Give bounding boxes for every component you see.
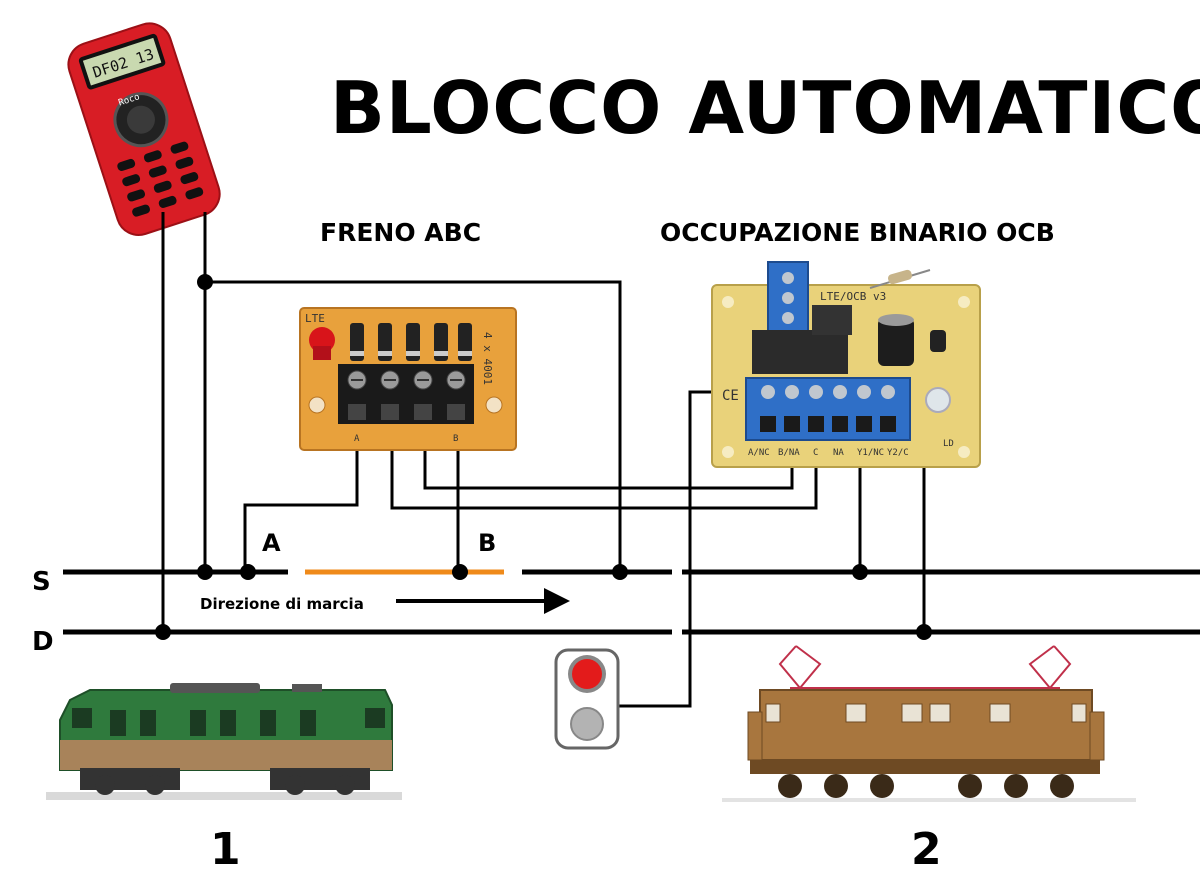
ocb-ce-mark: CE: [722, 388, 739, 404]
ocb-pin-y2c: Y2/C: [887, 448, 909, 458]
signal: [554, 648, 620, 750]
abc-terminal-block: [338, 364, 474, 424]
direction-label: Direzione di marcia: [200, 595, 364, 613]
abc-board: LTE 4 x 4001 A B: [299, 307, 517, 451]
ocb-led-icon: [925, 387, 951, 413]
ocb-pin-c: C: [813, 448, 818, 458]
ocb-board-brand: LTE/OCB v3: [820, 290, 886, 303]
abc-pin-b: B: [453, 434, 458, 444]
wires: [161, 212, 926, 708]
ocb-relay: [752, 330, 848, 374]
locomotive-2-number: 2: [911, 824, 942, 873]
direction-arrow-icon: [396, 588, 570, 614]
ocb-capacitor: [878, 318, 914, 366]
point-b-label: B: [478, 529, 496, 557]
ocb-pin-bna: B/NA: [778, 448, 800, 458]
signal-red-light-icon: [572, 659, 602, 689]
controller-keypad: [117, 141, 204, 217]
pantographs-icon: [778, 645, 1072, 689]
locomotive-2: [722, 645, 1136, 802]
abc-pin-a: A: [354, 434, 360, 444]
rail-d-label: D: [32, 627, 54, 657]
ocb-pin-na: NA: [833, 448, 844, 458]
abc-module-label: FRENO ABC: [320, 218, 481, 247]
junctions: [155, 274, 932, 640]
ocb-pin-anc: A/NC: [748, 448, 770, 458]
ocb-pin-y1nc: Y1/NC: [857, 448, 884, 458]
hand-controller: DF02 13 Roco: [67, 22, 221, 236]
point-a-label: A: [262, 529, 281, 557]
ocb-led-label: LD: [943, 439, 954, 449]
ocb-module-label: OCCUPAZIONE BINARIO OCB: [660, 218, 1055, 247]
abc-board-part: 4 x 4001: [481, 332, 494, 385]
track: [63, 569, 1200, 635]
locomotive-1-number: 1: [210, 824, 241, 873]
abc-board-brand: LTE: [305, 312, 325, 325]
signal-off-light-icon: [570, 707, 604, 741]
diagram-title: BLOCCO AUTOMATICO: [330, 66, 1200, 150]
locomotive-1: [46, 683, 402, 800]
controller-screen: [82, 37, 162, 86]
rail-s-label: S: [32, 567, 51, 597]
abc-diodes: [350, 323, 472, 361]
ocb-board: LTE/OCB v3 LD CE A/NC B/NA C NA: [711, 261, 981, 468]
